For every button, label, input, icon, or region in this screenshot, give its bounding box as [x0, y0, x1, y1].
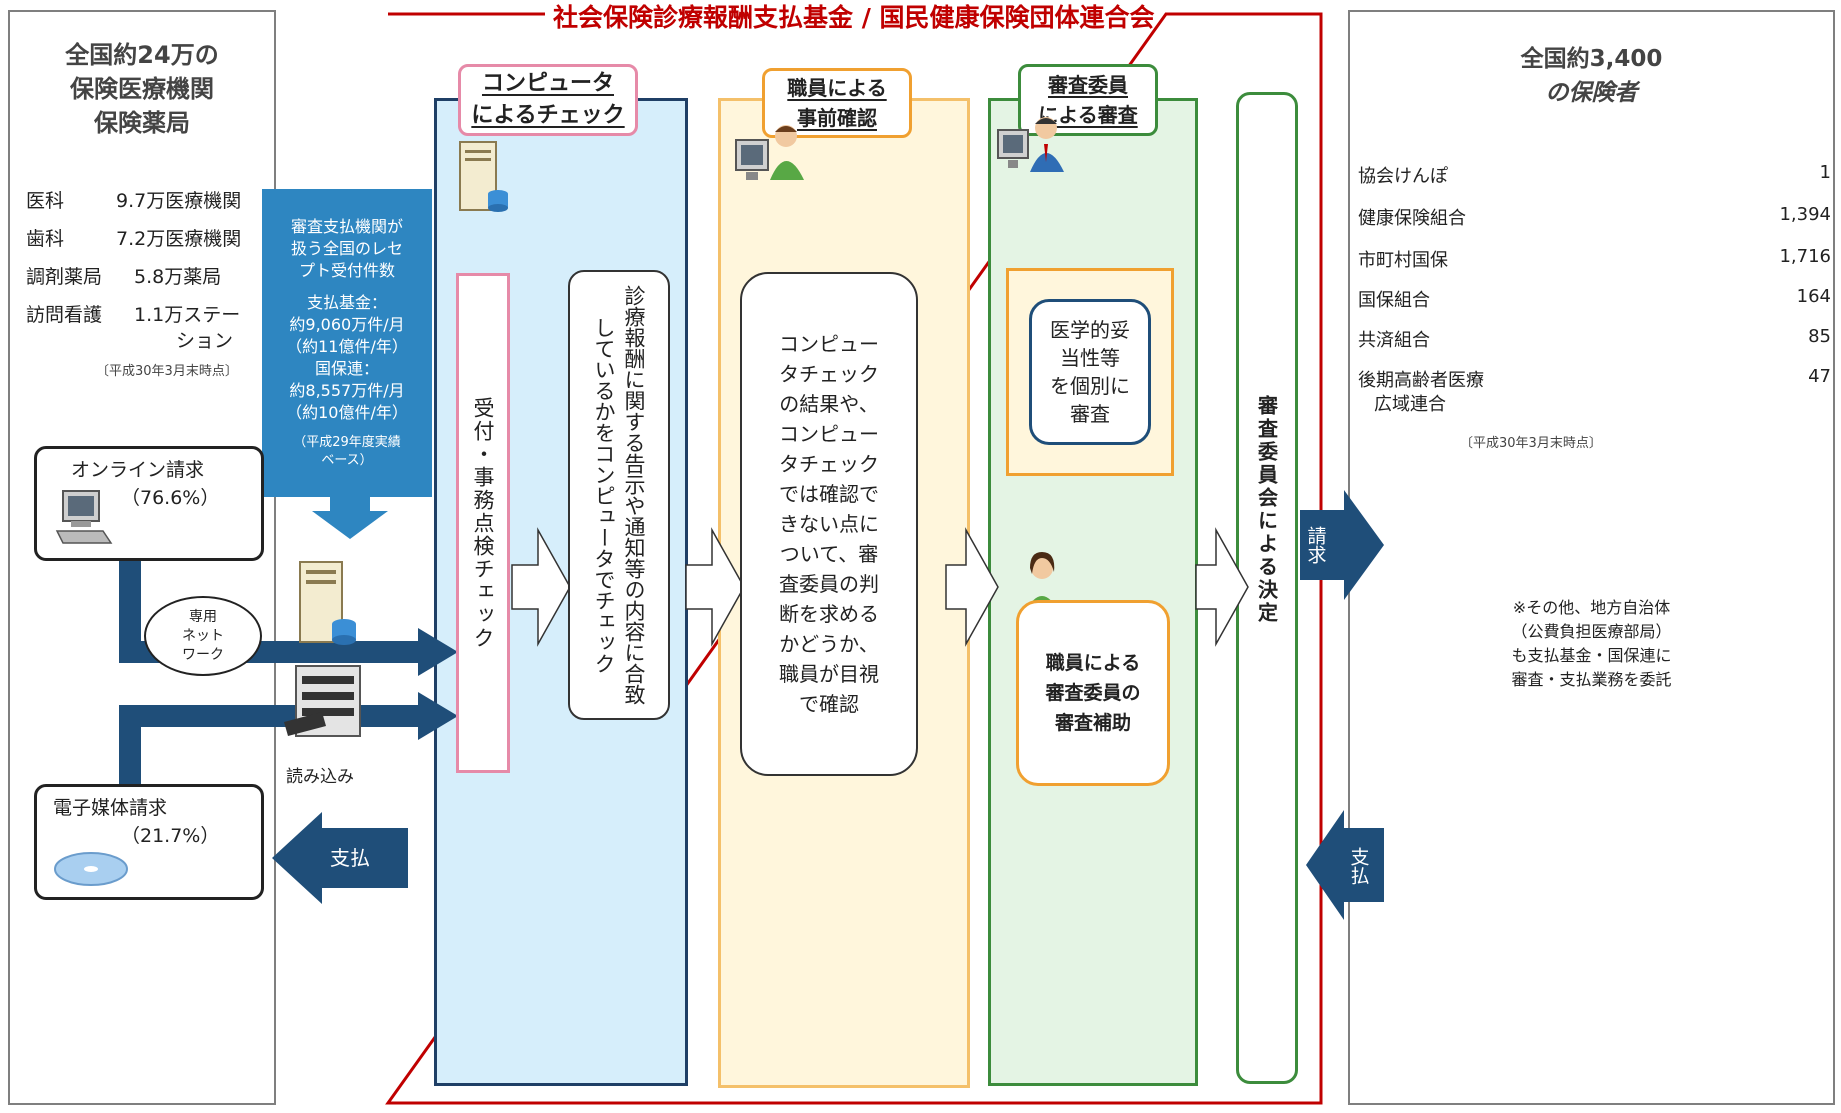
media-claim-pct: （21.7%） [121, 825, 220, 847]
media-claim-box: 電子媒体請求 （21.7%） [34, 784, 264, 900]
reception-check-box: 受付・事務点検チェック [456, 273, 510, 773]
provider-label-medical: 医科 [26, 190, 65, 212]
insurer-value-kyosai: 85 [1808, 326, 1831, 347]
pc-icon [55, 490, 113, 544]
medical-review-frame: 医学的妥 当性等 を個別に 審査 [1006, 268, 1174, 476]
staff-check-box: コンピュー タチェック の結果や、 コンピュー タチェック では確認で きない点… [740, 272, 918, 776]
review-assist-box: 職員による 審査委員の 審査補助 [1016, 600, 1170, 786]
provider-note: 〔平成30年3月末時点〕 [96, 364, 238, 379]
staff-at-pc-icon [735, 125, 804, 180]
insurer-label-kyosai: 共済組合 [1358, 330, 1430, 351]
insurer-label-kenpo: 健康保険組合 [1358, 208, 1466, 229]
provider-value-pharmacy: 5.8万薬局 [134, 266, 222, 288]
medical-review-box: 医学的妥 当性等 を個別に 審査 [1029, 299, 1151, 445]
provider-label-dental: 歯科 [26, 228, 65, 250]
read-label: 読み込み [286, 767, 354, 787]
decision-box: 審査委員会による決定 [1254, 395, 1279, 625]
organization-title: 社会保険診療報酬支払基金 / 国民健康保険団体連合会 [553, 3, 1155, 32]
server-icon [299, 561, 356, 645]
insurer-label-koki: 後期高齢者医療 [1358, 370, 1484, 391]
volume-down-arrow [312, 497, 388, 539]
insurer-value-municipal: 1,716 [1779, 246, 1831, 267]
insurer-label-koki-cont: 広域連合 [1374, 394, 1446, 415]
online-claim-label: オンライン請求 [71, 459, 205, 481]
provider-label-pharmacy: 調剤薬局 [26, 266, 103, 288]
insurer-value-kokuho: 164 [1796, 286, 1831, 307]
provider-value-dental: 7.2万医療機関 [116, 228, 242, 250]
computer-stage-title: コンピュータ によるチェック [458, 64, 638, 136]
insurer-label-municipal: 市町村国保 [1358, 250, 1448, 271]
payment-arrow-right [1306, 810, 1384, 920]
server-icon [459, 141, 508, 212]
provider-label-nursing: 訪問看護 [26, 304, 103, 326]
media-reader-icon [284, 665, 361, 737]
insurer-value-kyokai: 1 [1819, 162, 1831, 183]
payment-label-right: 支払 [1347, 847, 1370, 885]
provider-title: 全国約24万の 保険医療機関 保険薬局 [65, 41, 219, 137]
dedicated-network-label: 専用 ネット ワーク [144, 596, 262, 676]
claim-label: 請求 [1304, 526, 1327, 564]
insurer-value-kenpo: 1,394 [1779, 204, 1831, 225]
insurer-value-koki: 47 [1808, 366, 1831, 387]
committee-member-icon [997, 117, 1064, 172]
provider-value-nursing: 1.1万ステー [134, 304, 241, 326]
insurer-title: 全国約3,400 の保険者 [1520, 46, 1663, 106]
online-claim-box: オンライン請求 （76.6%） [34, 446, 264, 561]
insurer-label-kokuho: 国保組合 [1358, 290, 1430, 311]
online-claim-pct: （76.6%） [121, 487, 220, 509]
payment-arrow-left [272, 812, 408, 904]
disc-icon [54, 852, 128, 886]
computer-check-box: 診療報酬に関する告示や通知等の内容に合致しているかをコンピュータでチェック [568, 270, 670, 720]
provider-value-nursing-cont: ション [176, 330, 234, 352]
insurer-panel [1348, 10, 1835, 1105]
committee-stage-title: 審査委員 による審査 [1018, 64, 1158, 136]
provider-value-medical: 9.7万医療機関 [116, 190, 242, 212]
receipt-volume-box: 審査支払機関が 扱う全国のレセ プト受付件数 支払基金： 約9,060万件/月 … [262, 189, 432, 497]
payment-label-left: 支払 [330, 846, 370, 870]
insurer-note: 〔平成30年3月末時点〕 [1460, 436, 1602, 451]
claim-arrow [1300, 490, 1384, 600]
insurer-label-kyokai: 協会けんぽ [1358, 166, 1448, 187]
other-insurer-note: ※その他、地方自治体 （公費負担医療部局） も支払基金・国保連に 審査・支払業務… [1511, 598, 1672, 689]
media-claim-label: 電子媒体請求 [53, 797, 168, 819]
